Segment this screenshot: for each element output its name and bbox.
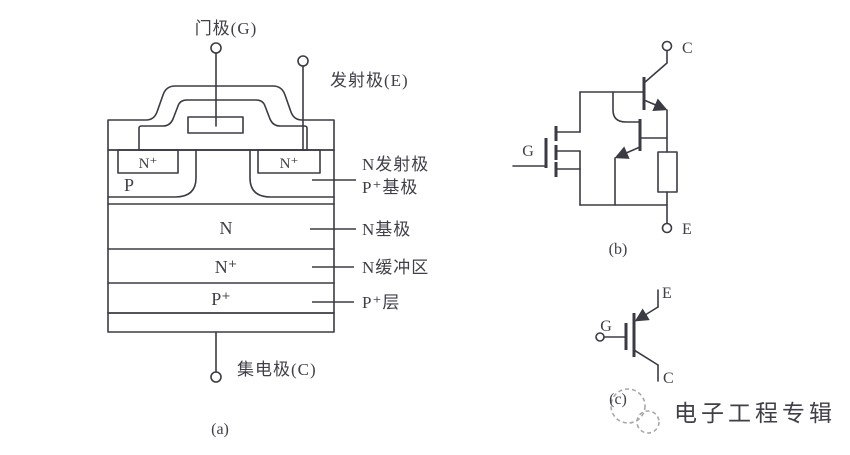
nplus-right-label: N⁺ — [280, 156, 299, 172]
watermark-logo-icon-small — [636, 410, 660, 434]
p-well-boundary-left — [107, 149, 197, 198]
b-emitter-dot — [661, 222, 673, 234]
callout-p-layer: P⁺层 — [362, 293, 400, 312]
b-top-emitter-lead — [643, 50, 668, 84]
c-emitter-label: E — [662, 285, 672, 302]
collector-terminal-label: 集电极(C) — [237, 360, 317, 379]
c-emitter-arrow — [634, 306, 659, 322]
callout-n-base: N基极 — [362, 220, 411, 239]
c-collector-label: C — [663, 370, 674, 387]
gate-terminal-label: 门极(G) — [195, 19, 258, 38]
callout-n-buffer: N缓冲区 — [362, 258, 429, 277]
p-well-boundary-right — [249, 149, 335, 198]
b-emitter-label: E — [682, 221, 692, 238]
emitter-terminal-label: 发射极(E) — [330, 71, 409, 90]
diagram-c: G E C (c) — [595, 285, 674, 408]
c-gate-label: G — [600, 318, 612, 335]
watermark-text: 电子工程专辑 — [674, 401, 836, 426]
gate-terminal-dot — [210, 42, 222, 54]
collector-terminal-dot — [210, 371, 222, 383]
b-collector-dot — [661, 40, 673, 52]
b-collector-label: C — [682, 40, 693, 57]
collector-metal — [107, 312, 335, 333]
p-plus-label: P⁺ — [211, 289, 231, 309]
p-well-label: P — [124, 175, 134, 195]
b-npn-collector-lead — [612, 91, 641, 123]
b-npn-emitter-arrow — [614, 146, 641, 159]
watermark-logo-icon — [610, 388, 646, 424]
diagram-b: C E G (b) — [512, 40, 693, 258]
nplus-left-label: N⁺ — [139, 156, 158, 172]
c-collector-slant — [633, 349, 659, 366]
caption-c: (c) — [609, 391, 627, 408]
caption-a: (a) — [211, 421, 229, 438]
b-resistor — [657, 151, 678, 193]
emitter-terminal-dot — [297, 55, 309, 67]
caption-b: (b) — [609, 241, 628, 258]
gate-oxide-cavity — [138, 99, 308, 151]
callout-n-emitter: N发射极 — [362, 155, 429, 174]
b-gate-label: G — [522, 143, 534, 160]
diagram-a: 门极(G) 发射极(E) 集电极(C) P N⁺ N⁺ N N⁺ P⁺ N发射极… — [107, 19, 429, 438]
watermark: 电子工程专辑 — [610, 388, 836, 434]
n-base-label: N — [220, 218, 233, 238]
n-buffer-label: N⁺ — [215, 257, 238, 277]
emitter-metal — [107, 85, 335, 151]
b-top-arrow-lead — [643, 98, 668, 111]
callout-p-base: P⁺基极 — [362, 178, 418, 197]
